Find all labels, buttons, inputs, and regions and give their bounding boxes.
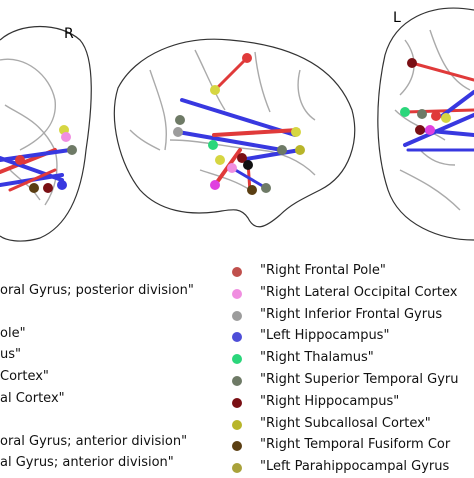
connections-coronal — [0, 148, 72, 192]
legend-item-label: "Right Subcallosal Cortex" — [260, 415, 431, 431]
brain-connectivity-glass-brain — [0, 7, 474, 242]
legend-color-dot-icon — [232, 332, 242, 343]
legend-color-dot-icon — [232, 397, 242, 408]
brain-view-axial — [377, 7, 474, 241]
legend-color-dot-icon — [232, 463, 242, 474]
legend-left-item: oral Gyrus; posterior division" — [0, 283, 194, 298]
legend-left-item: us" — [0, 347, 21, 362]
legend-item-label: "Right Superior Temporal Gyru — [260, 372, 459, 387]
legend-color-dot-icon — [232, 288, 242, 299]
legend-left-item: al Cortex" — [0, 391, 65, 406]
nodes-sagittal — [173, 53, 305, 195]
legend-color-dot-icon — [232, 419, 242, 430]
hemisphere-label-right: R — [64, 26, 74, 42]
legend-left-item: ole" — [0, 326, 26, 341]
legend-item-label: "Left Parahippocampal Gyrus — [260, 459, 450, 475]
legend-item-label: "Right Thalamus" — [260, 350, 374, 366]
legend-color-dot-icon — [232, 310, 242, 321]
hemisphere-label-left: L — [393, 10, 401, 26]
legend-left-item: Cortex" — [0, 369, 49, 384]
legend-color-dot-icon — [232, 354, 242, 365]
nodes-coronal — [15, 125, 77, 193]
legend-left-item: al Gyrus; anterior division" — [0, 455, 174, 470]
legend-color-dot-icon — [232, 441, 242, 452]
brain-view-sagittal — [113, 38, 356, 228]
nodes-axial — [400, 58, 451, 135]
legend-item-label: "Left Hippocampus" — [260, 328, 390, 344]
legend-color-dot-icon — [232, 376, 242, 386]
legend-color-dot-icon — [232, 267, 242, 277]
legend-item-label: "Right Frontal Pole" — [260, 263, 386, 278]
legend-item-label: "Right Temporal Fusiform Cor — [260, 437, 451, 453]
connections-sagittal — [176, 56, 302, 194]
brain-view-coronal — [0, 25, 92, 242]
legend-item-label: "Right Lateral Occipital Cortex — [260, 284, 458, 300]
legend-left-item: oral Gyrus; anterior division" — [0, 434, 188, 449]
legend-item-label: "Right Inferior Frontal Gyrus — [260, 306, 443, 322]
legend-item-label: "Right Hippocampus" — [260, 393, 400, 409]
